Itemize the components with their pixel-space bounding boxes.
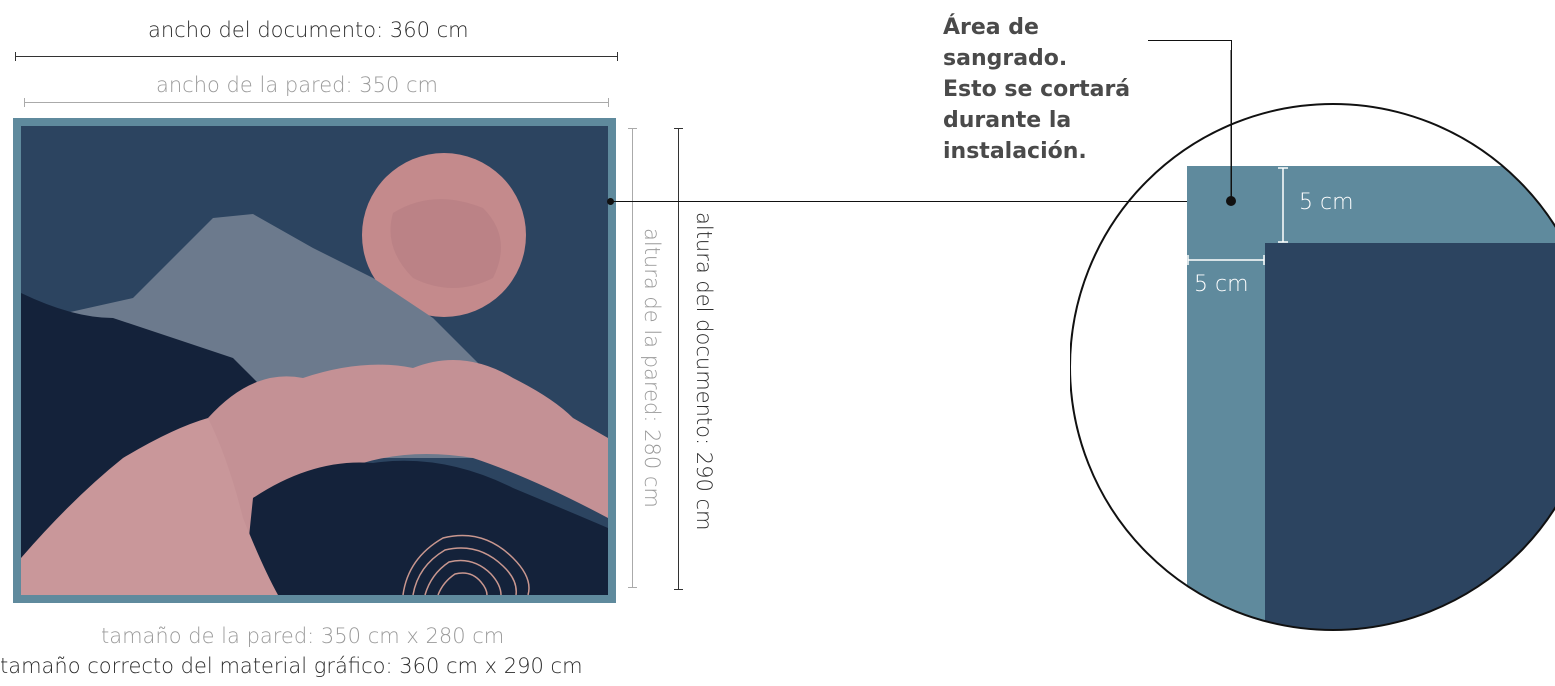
document-width-tick-left [15, 52, 16, 61]
moon-texture [390, 199, 501, 288]
document-width-line [15, 56, 618, 57]
bleed-zoom-circle [1070, 50, 1555, 631]
document-width-tick-right [617, 52, 618, 61]
correct-size-label: tamaño correcto del material gráfico: 36… [0, 654, 583, 678]
bleed-note-line: durante la [943, 108, 1072, 133]
bleed-note-line: sangrado. [943, 46, 1068, 71]
bleed-left-measure-label: 5 cm [1194, 272, 1249, 297]
document-height-line [678, 128, 679, 590]
wall-height-tick-top [628, 128, 637, 129]
wall-height-tick-bottom [628, 587, 637, 588]
zoom-artwork-area [1265, 243, 1555, 630]
connector-line [612, 201, 1232, 202]
connector-dot [607, 198, 614, 205]
copper-mountain [21, 418, 278, 595]
bleed-note-line: instalación. [943, 139, 1087, 164]
wall-height-line [632, 128, 633, 588]
wall-size-label: tamaño de la pared: 350 cm x 280 cm [101, 624, 505, 648]
document-height-tick-top [674, 128, 683, 129]
wall-width-label: ancho de la pared: 350 cm [156, 73, 438, 97]
wall-height-label: altura de la pared: 280 cm [640, 228, 664, 508]
wall-width-line [24, 102, 609, 103]
document-width-label: ancho del documento: 360 cm [148, 18, 469, 42]
artwork-illustration [13, 118, 616, 603]
note-leader-horizontal [1148, 40, 1232, 41]
bleed-note-line: Área de [943, 15, 1039, 40]
bleed-top-measure-label: 5 cm [1299, 190, 1354, 215]
document-height-tick-bottom [674, 589, 683, 590]
document-height-label: altura del documento: 290 cm [692, 212, 716, 531]
note-leader-vertical [1231, 40, 1232, 202]
bleed-note-line: Esto se cortará [943, 77, 1131, 102]
wall-width-tick-right [608, 98, 609, 107]
bleed-area-note: Área de sangrado. Esto se cortará durant… [943, 12, 1183, 167]
pink-mountain [208, 360, 608, 578]
wall-width-tick-left [24, 98, 25, 107]
